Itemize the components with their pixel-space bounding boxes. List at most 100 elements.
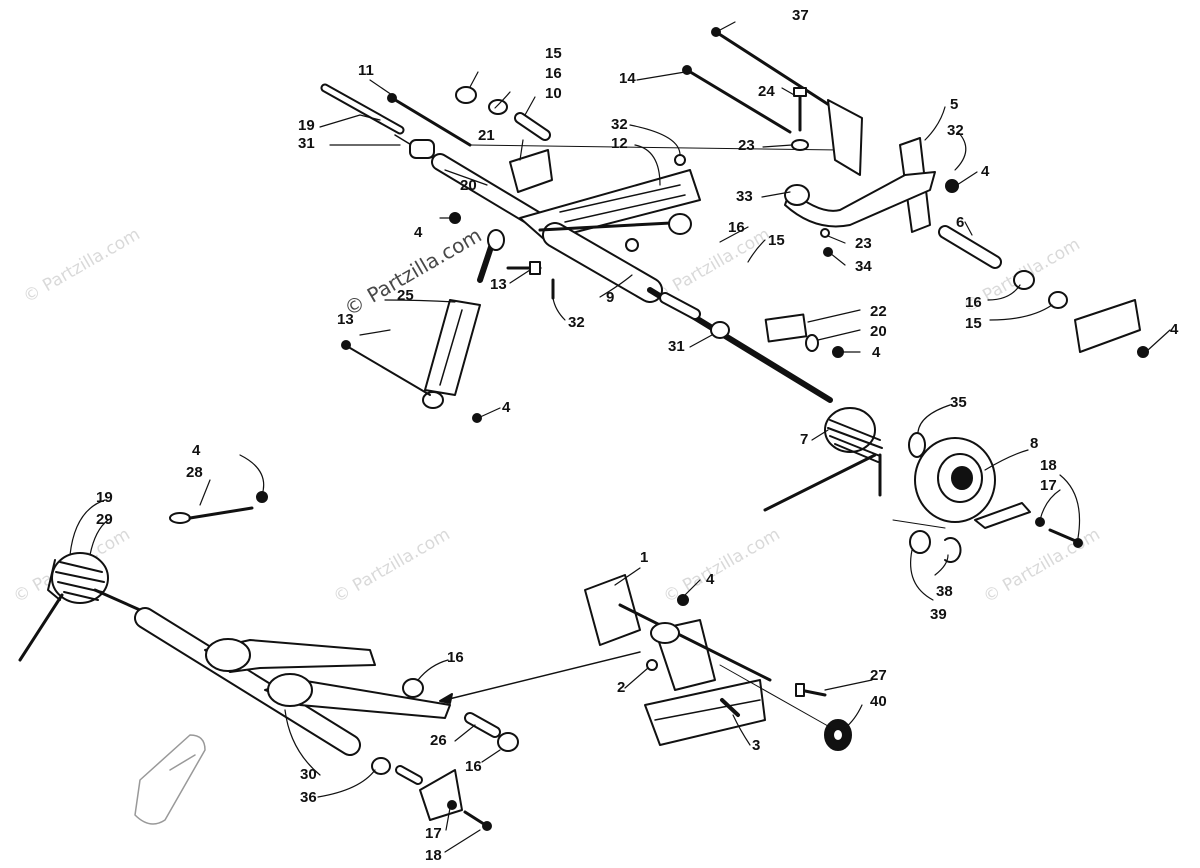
part-label: 16 [965,294,982,311]
part-label: 33 [736,188,753,205]
bushing-part [659,292,701,320]
part-label: 13 [337,311,354,328]
part-label: 18 [1040,457,1057,474]
plate-part [764,313,808,343]
part-label: 40 [870,693,887,710]
part-label: 31 [668,338,685,355]
part-label: 4 [192,442,201,459]
part-label: 17 [425,825,442,842]
torsion-spring-part [763,407,883,512]
part-label: 20 [460,177,477,194]
part-label: 16 [447,649,464,666]
part-label: 16 [465,758,482,775]
washer-part [791,139,809,151]
part-label: 19 [298,117,315,134]
swing-arm-part [784,171,936,228]
snap-ring-part [944,537,962,563]
part-label: 4 [981,163,990,180]
part-label: 19 [96,489,113,506]
skid-part [134,734,206,825]
bushing-part [409,139,435,159]
cap-part [974,502,1031,529]
part-label: 23 [738,137,755,154]
bolt-part [795,683,827,697]
bolt-part [720,698,740,717]
tube-part [431,153,549,231]
assembly-axis-line [719,664,836,731]
part-label: 22 [870,303,887,320]
bolt-part [341,340,431,396]
spacer-part [488,99,508,115]
bolt-part [387,93,472,147]
nut-part [256,491,268,503]
nut-part [447,800,457,810]
part-label: 14 [619,70,636,87]
part-label: 32 [611,116,628,133]
spacer-part [371,757,391,775]
part-label: 35 [950,394,967,411]
part-label: 21 [478,127,495,144]
part-label: 15 [768,232,785,249]
part-label: 7 [800,431,809,448]
sleeve-part [514,112,551,141]
rail-part [644,679,766,746]
spacer-part [1013,270,1035,290]
leader-lines [69,21,1171,853]
part-label: 1 [640,549,649,566]
part-label: 4 [414,224,423,241]
part-label: 10 [545,85,562,102]
rod-part [320,83,405,135]
sleeve-part [464,712,501,738]
bracket-part [827,99,863,176]
bolt-part [1048,528,1083,548]
nut-part [472,413,482,423]
eye-bolt-part [169,506,254,524]
part-label: 29 [96,511,113,528]
part-label: 32 [947,122,964,139]
part-label: 23 [855,235,872,252]
nut-part [823,247,833,257]
assembly-ref-line [469,144,841,151]
part-label: 30 [300,766,317,783]
bolt-part [793,87,807,132]
sleeve-part [395,765,423,785]
part-label: 39 [930,606,947,623]
plate-part [509,149,553,193]
part-label: 38 [936,583,953,600]
washer-part [805,334,819,352]
part-label: 37 [792,7,809,24]
bushing-part [710,321,730,339]
plate-part [1074,299,1141,353]
part-label: 4 [1170,321,1179,338]
part-label: 34 [855,258,872,275]
part-label: 31 [298,135,315,152]
part-label: 15 [965,315,982,332]
part-label: 2 [617,679,626,696]
bearing-part [909,530,931,554]
part-label: 32 [568,314,585,331]
nut-part [677,594,689,606]
part-label: 18 [425,847,442,864]
reference-arrow [444,651,641,701]
part-label: 15 [545,45,562,62]
part-label: 28 [186,464,203,481]
bolt-part [711,27,842,114]
part-label: 11 [358,62,374,79]
shaft-part [134,607,361,756]
part-label: 16 [728,219,745,236]
part-label: 13 [490,276,507,293]
part-label: 26 [430,732,447,749]
rod-part [938,225,1002,269]
stud-part [674,154,686,166]
shaft-part [542,222,663,303]
part-label: 9 [606,289,615,306]
idler-wheel-part [914,437,996,523]
part-label: 17 [1040,477,1057,494]
nut-part [945,179,959,193]
mount-bracket-part [584,574,772,691]
spacer-part [455,86,477,104]
part-label: 25 [397,287,414,304]
reference-arrow-head [439,693,453,704]
washer-part [908,432,926,458]
